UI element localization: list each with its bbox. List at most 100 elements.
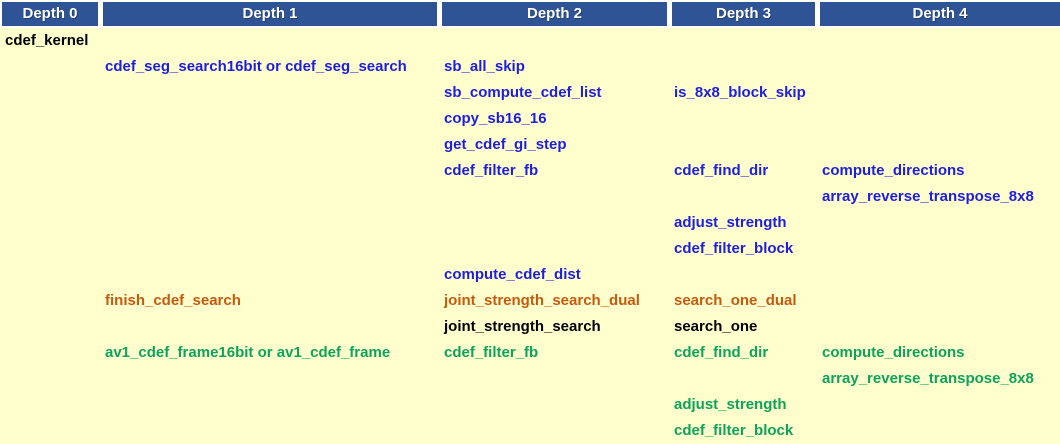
empty-cell: [820, 106, 1060, 132]
empty-cell: [442, 366, 672, 392]
empty-cell: [0, 288, 103, 314]
header-cell-depth-3: Depth 3: [672, 0, 820, 28]
table-body: cdef_kernel cdef_seg_search16bit or cdef_…: [0, 28, 1060, 444]
empty-cell: [0, 184, 103, 210]
empty-cell: [103, 366, 442, 392]
empty-cell: [442, 392, 672, 418]
table-row: sb_compute_cdef_list is_8x8_block_skip: [0, 80, 1060, 106]
table-row: adjust_strength: [0, 210, 1060, 236]
empty-cell: [103, 418, 442, 444]
empty-cell: [0, 392, 103, 418]
function-name: compute_directions: [822, 344, 965, 361]
table-row: compute_cdef_dist: [0, 262, 1060, 288]
function-name: search_one: [674, 318, 758, 335]
function-name: adjust_strength: [674, 396, 787, 413]
empty-cell: [672, 28, 820, 54]
empty-cell: [0, 80, 103, 106]
function-name: search_one_dual: [674, 292, 797, 309]
function-name: copy_sb16_16: [444, 110, 547, 127]
empty-cell: [820, 80, 1060, 106]
table-row: joint_strength_search search_one: [0, 314, 1060, 340]
empty-cell: [103, 132, 442, 158]
function-name: array_reverse_transpose_8x8: [822, 370, 1034, 387]
header-cell-depth-1: Depth 1: [103, 0, 442, 28]
table-row: cdef_filter_fb cdef_find_dir compute_direc…: [0, 158, 1060, 184]
empty-cell: [672, 366, 820, 392]
empty-cell: [103, 106, 442, 132]
empty-cell: [672, 54, 820, 80]
empty-cell: [0, 132, 103, 158]
table-row: array_reverse_transpose_8x8: [0, 366, 1060, 392]
empty-cell: [442, 28, 672, 54]
empty-cell: [442, 184, 672, 210]
empty-cell: [103, 210, 442, 236]
empty-cell: [820, 262, 1060, 288]
empty-cell: [820, 210, 1060, 236]
empty-cell: [0, 236, 103, 262]
empty-cell: [103, 80, 442, 106]
function-name: compute_directions: [822, 162, 965, 179]
empty-cell: [0, 314, 103, 340]
table-row: copy_sb16_16: [0, 106, 1060, 132]
empty-cell: [672, 184, 820, 210]
empty-cell: [820, 392, 1060, 418]
function-name: cdef_find_dir: [674, 344, 769, 361]
empty-cell: [0, 262, 103, 288]
table-row: array_reverse_transpose_8x8: [0, 184, 1060, 210]
empty-cell: [672, 106, 820, 132]
empty-cell: [820, 314, 1060, 340]
function-name: joint_strength_search: [444, 318, 601, 335]
empty-cell: [820, 54, 1060, 80]
empty-cell: [672, 262, 820, 288]
function-name: cdef_filter_block: [674, 240, 794, 257]
header-cell-depth-4: Depth 4: [820, 0, 1060, 28]
table-row: cdef_filter_block: [0, 236, 1060, 262]
function-name: finish_cdef_search: [105, 292, 241, 309]
table-row: cdef_seg_search16bit or cdef_seg_search s…: [0, 54, 1060, 80]
function-name: adjust_strength: [674, 214, 787, 231]
empty-cell: [820, 236, 1060, 262]
function-name: sb_all_skip: [444, 58, 525, 75]
table-row: adjust_strength: [0, 392, 1060, 418]
function-name: cdef_kernel: [5, 32, 89, 49]
empty-cell: [0, 158, 103, 184]
function-name: compute_cdef_dist: [444, 266, 581, 283]
function-name: cdef_filter_fb: [444, 162, 539, 179]
empty-cell: [103, 392, 442, 418]
table-row: finish_cdef_search joint_strength_search_…: [0, 288, 1060, 314]
empty-cell: [0, 418, 103, 444]
empty-cell: [0, 210, 103, 236]
empty-cell: [103, 262, 442, 288]
empty-cell: [0, 54, 103, 80]
empty-cell: [103, 158, 442, 184]
function-name: cdef_find_dir: [674, 162, 769, 179]
function-name: cdef_filter_fb: [444, 344, 539, 361]
empty-cell: [820, 28, 1060, 54]
empty-cell: [0, 340, 103, 366]
empty-cell: [820, 418, 1060, 444]
empty-cell: [442, 236, 672, 262]
empty-cell: [820, 288, 1060, 314]
function-name: joint_strength_search_dual: [444, 292, 640, 309]
function-name: cdef_filter_block: [674, 422, 794, 439]
empty-cell: [442, 418, 672, 444]
empty-cell: [103, 236, 442, 262]
empty-cell: [103, 184, 442, 210]
empty-cell: [103, 28, 442, 54]
function-name: is_8x8_block_skip: [674, 84, 806, 101]
empty-cell: [820, 132, 1060, 158]
empty-cell: [0, 366, 103, 392]
empty-cell: [672, 132, 820, 158]
header-cell-depth-2: Depth 2: [442, 0, 672, 28]
empty-cell: [0, 106, 103, 132]
function-name: sb_compute_cdef_list: [444, 84, 602, 101]
table-row: get_cdef_gi_step: [0, 132, 1060, 158]
table-row: cdef_filter_block: [0, 418, 1060, 444]
function-name: get_cdef_gi_step: [444, 136, 567, 153]
function-name: cdef_seg_search16bit or cdef_seg_search: [105, 58, 407, 75]
function-name: array_reverse_transpose_8x8: [822, 188, 1034, 205]
header-cell-depth-0: Depth 0: [0, 0, 103, 28]
